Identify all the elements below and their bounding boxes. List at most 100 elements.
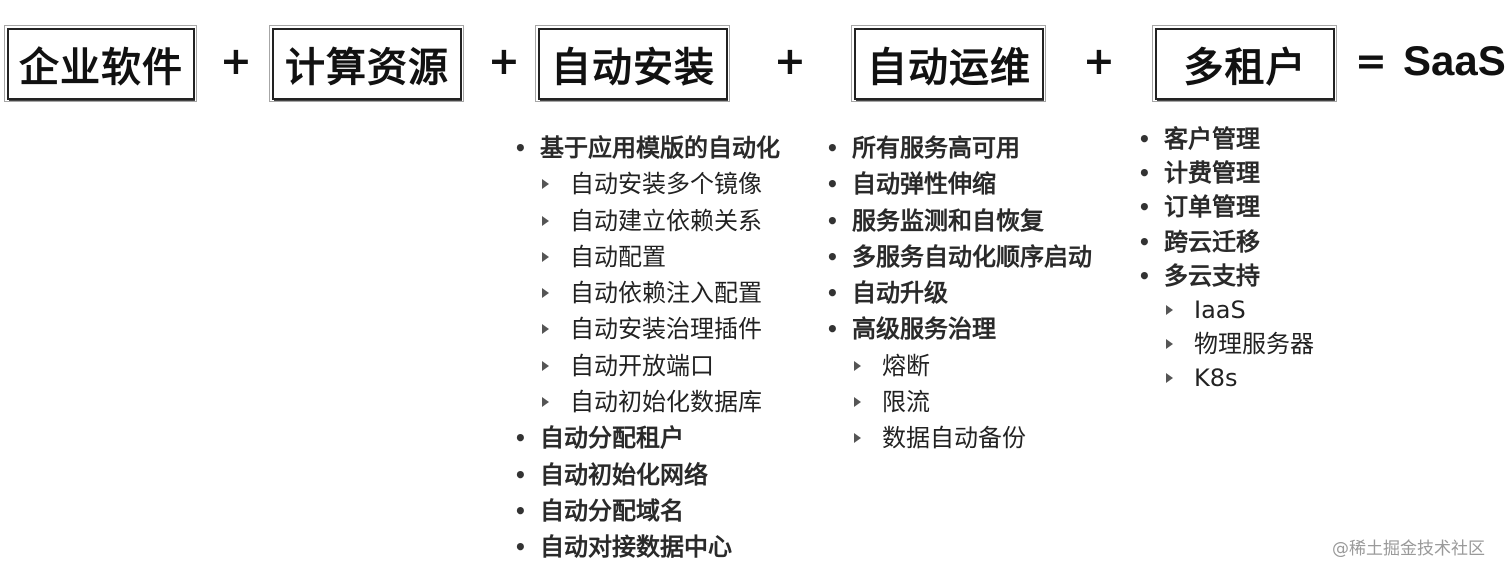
list-item: • 客户管理	[1136, 122, 1314, 156]
list-item-label: 自动对接数据中心	[540, 533, 732, 562]
term-box-auto-ops: 自动运维	[851, 25, 1046, 102]
triangle-right-icon	[542, 179, 549, 190]
list-item-label: 所有服务高可用	[852, 134, 1020, 162]
list-item-label: 跨云迁移	[1164, 227, 1260, 256]
bullet-icon: •	[1138, 161, 1151, 186]
sub-list-item: IaaS	[1136, 293, 1314, 327]
sub-list-item: 自动配置	[512, 239, 780, 275]
bullet-icon: •	[514, 136, 527, 160]
term-label: 自动安装	[551, 45, 715, 91]
list-item: • 自动分配域名	[512, 493, 780, 529]
list-item-label: 高级服务治理	[852, 315, 996, 344]
bullet-icon: •	[514, 498, 527, 523]
triangle-right-icon	[542, 288, 549, 299]
list-item-label: 自动分配域名	[540, 496, 684, 525]
list-item-label: 基于应用模版的自动化	[540, 134, 780, 162]
sub-list-item: 自动安装多个镜像	[512, 166, 780, 202]
equals-operator: =	[1355, 39, 1387, 83]
list-item: • 自动升级	[824, 275, 1092, 311]
sub-list-item: 自动开放端口	[512, 348, 780, 384]
triangle-right-icon	[542, 360, 549, 371]
term-box-auto-install: 自动安装	[535, 25, 730, 102]
triangle-right-icon	[854, 397, 861, 408]
term-box-multi-tenant: 多租户	[1152, 25, 1337, 102]
term-label: 多租户	[1183, 45, 1307, 91]
triangle-right-icon	[542, 215, 549, 226]
sub-list-item-label: 数据自动备份	[882, 424, 1026, 453]
result-saas: SaaS	[1403, 37, 1506, 84]
list-item: • 所有服务高可用	[824, 130, 1092, 166]
bullet-icon: •	[826, 172, 839, 197]
term-box-compute-resources: 计算资源	[269, 25, 464, 102]
triangle-right-icon	[542, 251, 549, 262]
sub-list-item-label: 自动安装多个镜像	[570, 170, 762, 199]
sub-list-item-label: 自动建立依赖关系	[570, 206, 762, 235]
sub-list-item-label: 自动依赖注入配置	[570, 279, 762, 308]
plus-operator: +	[1083, 39, 1115, 83]
list-item-label: 订单管理	[1164, 193, 1260, 222]
sub-list-item-label: 物理服务器	[1194, 330, 1314, 359]
triangle-right-icon	[854, 433, 861, 444]
plus-operator: +	[774, 39, 806, 83]
sub-list-item-label: K8s	[1194, 364, 1238, 393]
sub-list-item: 熔断	[824, 348, 1092, 384]
list-item-label: 自动弹性伸缩	[852, 170, 996, 199]
list-item: • 自动初始化网络	[512, 457, 780, 493]
ops-feature-list: • 所有服务高可用 • 自动弹性伸缩 • 服务监测和自恢复 • 多服务自动化顺序启动 • 自动升级…	[824, 130, 1092, 457]
list-item: • 自动弹性伸缩	[824, 166, 1092, 202]
term-label: 自动运维	[867, 45, 1031, 91]
tenant-feature-list: • 客户管理 • 计费管理 • 订单管理 •跨云迁移 • 多云支持 IaaS 物理服务器 K8s	[1136, 122, 1314, 396]
list-item: • 高级服务治理	[824, 311, 1092, 347]
bullet-icon: •	[826, 281, 839, 306]
triangle-right-icon	[1166, 373, 1173, 384]
plus-operator: +	[488, 39, 520, 83]
sub-list-item-label: 自动开放端口	[570, 351, 714, 380]
bullet-icon: •	[826, 136, 839, 160]
sub-list-item: 物理服务器	[1136, 327, 1314, 361]
triangle-right-icon	[542, 324, 549, 335]
bullet-icon: •	[1138, 195, 1151, 220]
list-item: •自动对接数据中心	[512, 529, 780, 565]
list-item-label: 计费管理	[1164, 159, 1260, 188]
list-item: •跨云迁移	[1136, 225, 1314, 259]
sub-list-item-label: IaaS	[1194, 295, 1246, 324]
bullet-icon: •	[826, 208, 839, 233]
install-feature-list: •基于应用模版的自动化自动安装多个镜像自动建立依赖关系自动配置自动依赖注入配置自…	[512, 130, 780, 566]
triangle-right-icon	[854, 360, 861, 371]
sub-list-item-label: 自动安装治理插件	[570, 315, 762, 344]
list-item-label: 自动初始化网络	[540, 460, 708, 489]
list-item: • 基于应用模版的自动化	[512, 130, 780, 166]
bullet-icon: •	[826, 317, 839, 342]
list-item: • 多服务自动化顺序启动	[824, 239, 1092, 275]
list-item-label: 自动升级	[852, 279, 948, 308]
list-item: • 多云支持	[1136, 259, 1314, 293]
term-label: 计算资源	[285, 45, 449, 91]
list-item-label: 服务监测和自恢复	[852, 206, 1044, 235]
list-item: • 计费管理	[1136, 156, 1314, 190]
sub-list-item: 自动依赖注入配置	[512, 275, 780, 311]
sub-list-item: 限流	[824, 384, 1092, 420]
bullet-icon: •	[514, 426, 527, 451]
bullet-icon: •	[514, 462, 527, 487]
sub-list-item: 自动初始化数据库	[512, 384, 780, 420]
list-item-label: 多服务自动化顺序启动	[852, 242, 1092, 271]
triangle-right-icon	[1166, 339, 1173, 350]
sub-list-item-label: 熔断	[882, 351, 930, 380]
plus-operator: +	[220, 39, 252, 83]
bullet-icon: •	[1138, 127, 1151, 151]
list-item-label: 自动分配租户	[540, 424, 684, 453]
sub-list-item-label: 自动初始化数据库	[570, 388, 762, 417]
term-box-enterprise-software: 企业软件	[4, 25, 197, 102]
sub-list-item: K8s	[1136, 361, 1314, 395]
bullet-icon: •	[1138, 263, 1151, 288]
triangle-right-icon	[1166, 304, 1173, 315]
list-item: • 服务监测和自恢复	[824, 203, 1092, 239]
sub-list-item: 自动建立依赖关系	[512, 203, 780, 239]
list-item-label: 多云支持	[1164, 261, 1260, 290]
sub-list-item: 自动安装治理插件	[512, 311, 780, 347]
list-item-label: 客户管理	[1164, 125, 1260, 153]
bullet-icon: •	[826, 244, 839, 269]
watermark: @稀土掘金技术社区	[1332, 539, 1485, 559]
list-item: • 自动分配租户	[512, 420, 780, 456]
term-label: 企业软件	[19, 45, 183, 91]
